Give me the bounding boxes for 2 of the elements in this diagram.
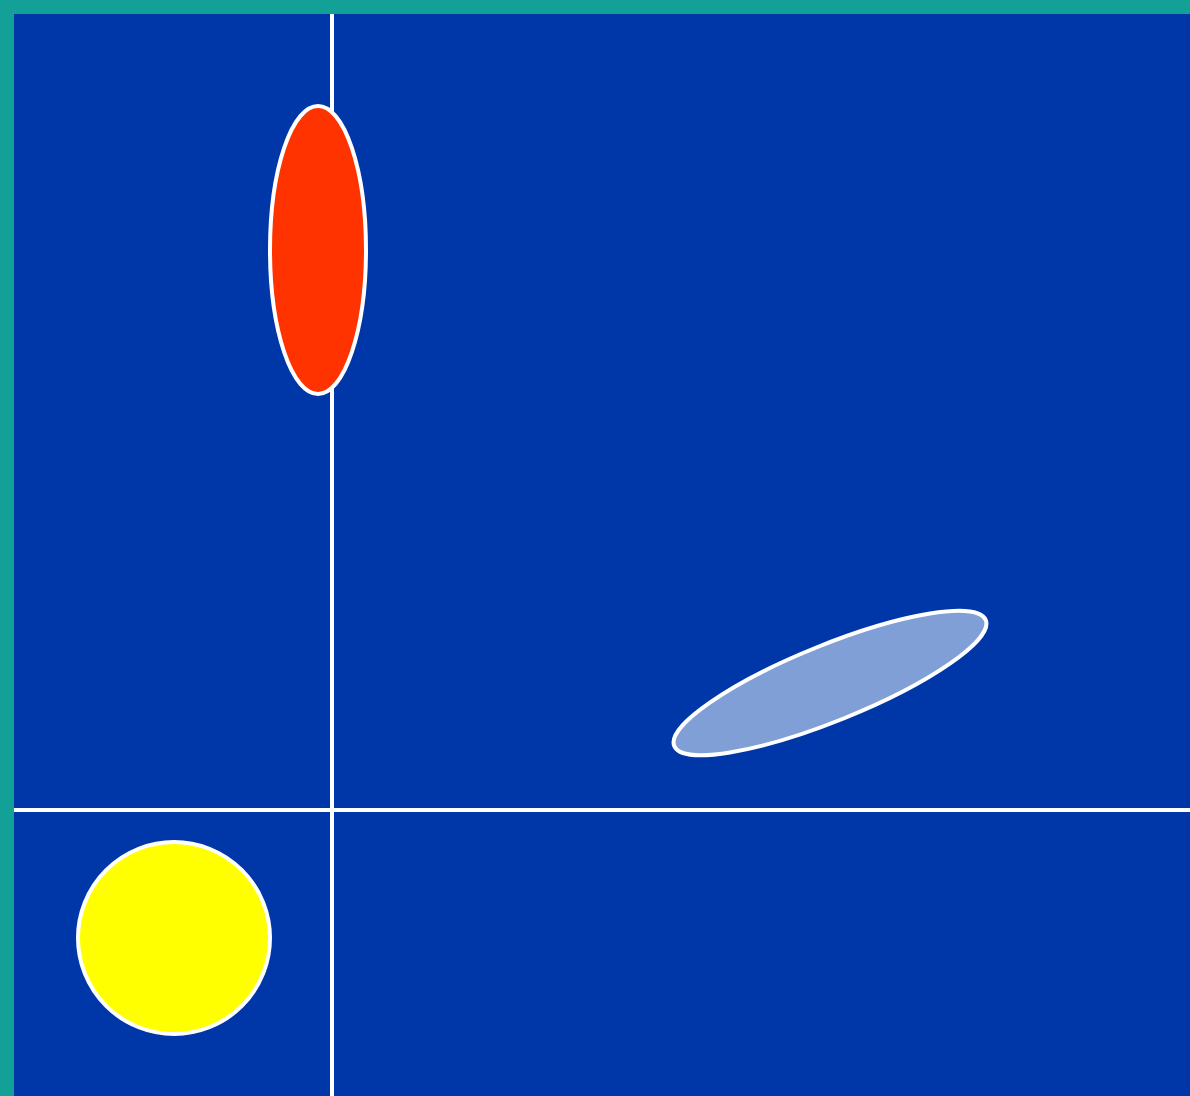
upright-oval <box>268 104 368 396</box>
round-disc <box>76 840 272 1036</box>
